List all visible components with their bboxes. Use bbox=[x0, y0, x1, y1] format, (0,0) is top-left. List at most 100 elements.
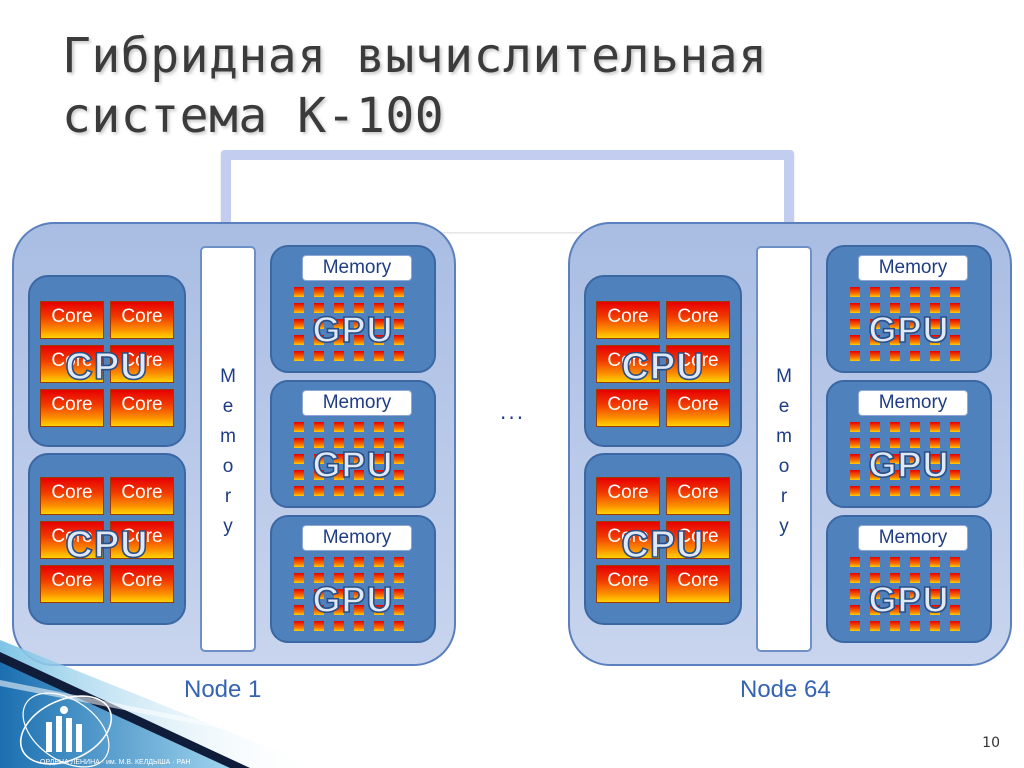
gpu-core-cell bbox=[950, 454, 960, 464]
gpu-core-cell bbox=[394, 573, 404, 583]
gpu-core-cell bbox=[394, 319, 404, 329]
gpu-core-cell bbox=[394, 589, 404, 599]
gpu-core-cell bbox=[850, 287, 860, 297]
logo-text: ОРДЕНА ЛЕНИНА · им. М.В. КЕЛДЫША · РАН bbox=[40, 759, 190, 766]
gpu-core-cell bbox=[334, 335, 344, 345]
gpu-core-cell bbox=[910, 319, 920, 329]
gpu-core-cell bbox=[910, 438, 920, 448]
gpu-core-cell bbox=[374, 303, 384, 313]
gpu-core-cell bbox=[850, 335, 860, 345]
gpu-core-cell bbox=[930, 557, 940, 567]
gpu-core-cell bbox=[910, 486, 920, 496]
gpu-memory-label: Memory bbox=[858, 255, 968, 281]
gpu-core-cell bbox=[294, 621, 304, 631]
gpu-core-cell bbox=[950, 589, 960, 599]
gpu-core-cell bbox=[950, 335, 960, 345]
gpu-core-cell bbox=[394, 335, 404, 345]
gpu-core-cell bbox=[394, 470, 404, 480]
gpu-core-cell bbox=[394, 438, 404, 448]
core-tile: Core bbox=[596, 565, 660, 603]
cpu-block: Core Core Core Core Core Core CPU bbox=[584, 275, 742, 447]
gpu-core-cell bbox=[314, 422, 324, 432]
gpu-core-cell bbox=[354, 557, 364, 567]
gpu-core-cell bbox=[394, 303, 404, 313]
gpu-core-cell bbox=[890, 319, 900, 329]
core-tile: Core bbox=[40, 521, 104, 559]
gpu-core-cell bbox=[314, 557, 324, 567]
gpu-core-cell bbox=[374, 557, 384, 567]
gpu-block: Memory GPU bbox=[826, 245, 992, 373]
gpu-core-cell bbox=[870, 486, 880, 496]
node-range-ellipsis: ... bbox=[500, 400, 526, 424]
gpu-core-cell bbox=[394, 557, 404, 567]
gpu-core-cell bbox=[314, 573, 324, 583]
gpu-core-cell bbox=[870, 605, 880, 615]
gpu-core-cell bbox=[850, 470, 860, 480]
gpu-core-cell bbox=[334, 319, 344, 329]
gpu-core-grid bbox=[850, 287, 968, 363]
memory-letter: o bbox=[222, 456, 234, 477]
core-tile: Core bbox=[110, 301, 174, 339]
gpu-core-cell bbox=[314, 438, 324, 448]
gpu-core-cell bbox=[314, 454, 324, 464]
gpu-core-cell bbox=[870, 557, 880, 567]
gpu-core-cell bbox=[910, 621, 920, 631]
memory-letter: e bbox=[222, 396, 234, 417]
gpu-core-cell bbox=[870, 422, 880, 432]
core-tile: Core bbox=[40, 301, 104, 339]
gpu-core-cell bbox=[294, 351, 304, 361]
core-tile: Core bbox=[596, 345, 660, 383]
gpu-core-cell bbox=[870, 335, 880, 345]
core-tile: Core bbox=[596, 301, 660, 339]
gpu-core-cell bbox=[294, 335, 304, 345]
gpu-core-cell bbox=[950, 470, 960, 480]
core-tile: Core bbox=[40, 345, 104, 383]
node-1-label: Node 1 bbox=[184, 676, 262, 703]
gpu-core-cell bbox=[354, 351, 364, 361]
gpu-core-cell bbox=[294, 557, 304, 567]
gpu-label: GPU bbox=[312, 444, 394, 485]
memory-letter: y bbox=[779, 516, 789, 537]
gpu-core-cell bbox=[910, 589, 920, 599]
gpu-core-cell bbox=[890, 287, 900, 297]
gpu-core-cell bbox=[294, 287, 304, 297]
gpu-core-grid bbox=[294, 422, 412, 498]
gpu-core-cell bbox=[850, 454, 860, 464]
gpu-core-cell bbox=[890, 470, 900, 480]
gpu-core-cell bbox=[890, 335, 900, 345]
gpu-core-cell bbox=[890, 486, 900, 496]
gpu-core-cell bbox=[374, 319, 384, 329]
gpu-core-cell bbox=[374, 454, 384, 464]
gpu-core-cell bbox=[374, 351, 384, 361]
gpu-core-grid bbox=[294, 287, 412, 363]
gpu-core-cell bbox=[930, 621, 940, 631]
gpu-core-cell bbox=[334, 573, 344, 583]
gpu-core-cell bbox=[950, 605, 960, 615]
gpu-core-cell bbox=[354, 287, 364, 297]
interconnect-link bbox=[221, 150, 794, 232]
gpu-label: GPU bbox=[868, 444, 950, 485]
gpu-label: GPU bbox=[868, 309, 950, 350]
gpu-core-cell bbox=[314, 621, 324, 631]
gpu-core-cell bbox=[374, 573, 384, 583]
gpu-core-cell bbox=[354, 454, 364, 464]
gpu-core-cell bbox=[354, 621, 364, 631]
core-tile: Core bbox=[40, 565, 104, 603]
gpu-core-cell bbox=[910, 287, 920, 297]
gpu-block: Memory GPU bbox=[826, 380, 992, 508]
gpu-core-cell bbox=[334, 470, 344, 480]
slide-title: Гибридная вычислительная система К-100 bbox=[62, 26, 768, 146]
gpu-core-cell bbox=[870, 438, 880, 448]
gpu-core-cell bbox=[374, 621, 384, 631]
gpu-core-cell bbox=[890, 438, 900, 448]
cpu-label: CPU bbox=[65, 524, 149, 566]
gpu-core-cell bbox=[374, 438, 384, 448]
cpu-label: CPU bbox=[65, 346, 149, 388]
gpu-core-cell bbox=[394, 287, 404, 297]
gpu-memory-label: Memory bbox=[302, 390, 412, 416]
gpu-core-cell bbox=[294, 573, 304, 583]
gpu-core-cell bbox=[314, 335, 324, 345]
gpu-core-cell bbox=[354, 438, 364, 448]
gpu-core-cell bbox=[354, 486, 364, 496]
gpu-core-cell bbox=[870, 319, 880, 329]
